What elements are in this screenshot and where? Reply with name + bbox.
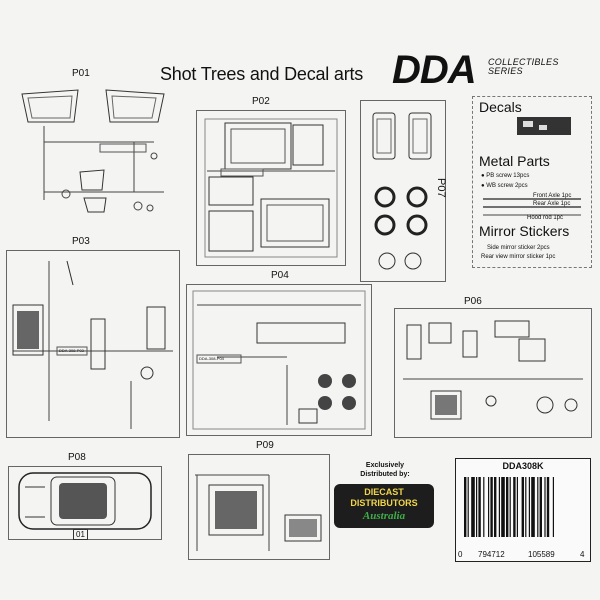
legend-decals-heading: Decals [479, 99, 522, 115]
p02-sprue-drawing [204, 118, 338, 258]
p02-sprue-sheet [196, 110, 346, 266]
p06-sprue-sheet [394, 308, 592, 438]
distributor-logo-line3: Australia [362, 510, 406, 522]
legend-pb-screw: ● PB screw 13pcs [481, 173, 530, 179]
p04-sprue-drawing [192, 290, 366, 430]
barcode-bar [464, 477, 467, 537]
p03-sprue-drawing [12, 260, 173, 429]
legend-side-mirror: Side mirror sticker 2pcs [487, 245, 550, 251]
legend-mirror-heading: Mirror Stickers [479, 223, 570, 239]
barcode-bar [498, 477, 500, 537]
barcode-bar [506, 477, 509, 537]
barcode-bar [478, 477, 481, 537]
legend-rear-mirror: Rear view mirror sticker 1pc [481, 254, 556, 260]
legend-metal-heading: Metal Parts [479, 153, 550, 169]
parts-legend: Decals Metal Parts ● PB screw 13pcs ● WB… [472, 96, 592, 268]
page-title: Shot Trees and Decal arts [160, 64, 364, 84]
p04-sprue-sheet: DDA-308-P04 [186, 284, 372, 436]
legend-rear-axle: Rear Axle 1pc [533, 201, 571, 207]
brand-sub-line1: COLLECTIBLES [488, 57, 559, 67]
barcode-bar [467, 477, 469, 537]
distributor-logo-line1: DIECAST [364, 487, 404, 497]
barcode-bar [501, 477, 505, 537]
distributor-line1: Exclusively [365, 462, 405, 469]
brand-sub: COLLECTIBLES SERIES [488, 58, 559, 76]
metal-rods-drawing [483, 198, 581, 216]
p08-tag: 01 [73, 529, 88, 540]
part-label-p09: P09 [256, 440, 274, 451]
barcode-bar [471, 477, 475, 537]
p01-sprue-drawing [21, 89, 165, 213]
barcode-bar [509, 477, 511, 537]
barcode-digit-4: 4 [580, 550, 585, 559]
p06-sprue-drawing [403, 320, 583, 420]
barcode-box: DDA308K 0 794712 105589 4 [455, 458, 591, 562]
legend-front-axle: Front Axle 1pc [533, 193, 572, 199]
legend-wb-screw-text: WB screw 2pcs [486, 183, 528, 189]
p03-sprue-sheet: DDA-308-P03 [6, 250, 180, 438]
legend-wb-screw: ● WB screw 2pcs [481, 183, 528, 189]
part-label-p07: P07 [435, 178, 447, 198]
barcode-bar [531, 477, 535, 537]
barcode-bar [544, 477, 546, 537]
barcode-digit-1: 0 [458, 550, 463, 559]
p08-sprue-sheet: 01 [8, 466, 162, 540]
distributor-logo-line2: DISTRIBUTORS [350, 498, 418, 508]
barcode-bar [552, 477, 554, 537]
barcode-bar [521, 477, 524, 537]
distributor-logo: DIECAST DISTRIBUTORS Australia [334, 484, 434, 528]
part-label-p06: P06 [464, 296, 482, 307]
barcode-bar [546, 477, 550, 537]
barcode-bar [525, 477, 527, 537]
legend-pb-screw-text: PB screw 13pcs [486, 173, 530, 179]
distributor-line2: Distributed by: [360, 471, 410, 478]
brand-logo: DDA COLLECTIBLES SERIES [392, 48, 568, 92]
barcode-digits-2: 794712 [478, 550, 505, 559]
barcode-bars [464, 477, 554, 537]
barcode-bar [528, 477, 530, 537]
barcode-bar [488, 477, 490, 537]
part-label-p04: P04 [271, 270, 289, 281]
brand-sub-line2: SERIES [488, 66, 523, 76]
p07-sprue-drawing [372, 112, 432, 270]
barcode-bar [513, 477, 516, 537]
p09-sprue-sheet [188, 454, 330, 560]
barcode-bar [537, 477, 539, 537]
part-label-p08: P08 [68, 452, 86, 463]
distributor-block: Exclusively Distributed by: DIECAST DIST… [330, 462, 440, 542]
p07-sprue-sheet [360, 100, 446, 282]
barcode-bar [494, 477, 497, 537]
part-label-p02: P02 [252, 96, 270, 107]
barcode-bar [516, 477, 518, 537]
part-label-p01: P01 [72, 68, 90, 79]
barcode-bar [490, 477, 493, 537]
p03-sprue-code: DDA-308-P03 [59, 348, 84, 353]
barcode-bar [476, 477, 478, 537]
product-code: DDA308K [502, 461, 544, 471]
brand-name: DDA [392, 48, 477, 92]
barcode-bar [483, 477, 485, 537]
decal-sheet-icon [517, 117, 571, 135]
p09-sprue-drawing [195, 474, 322, 551]
barcode-digits-3: 105589 [528, 550, 555, 559]
barcode-bar [539, 477, 542, 537]
legend-hood-rod: Hood rod 1pc [527, 215, 564, 221]
part-label-p03: P03 [72, 236, 90, 247]
p04-sprue-code: DDA-308-P04 [199, 356, 224, 361]
